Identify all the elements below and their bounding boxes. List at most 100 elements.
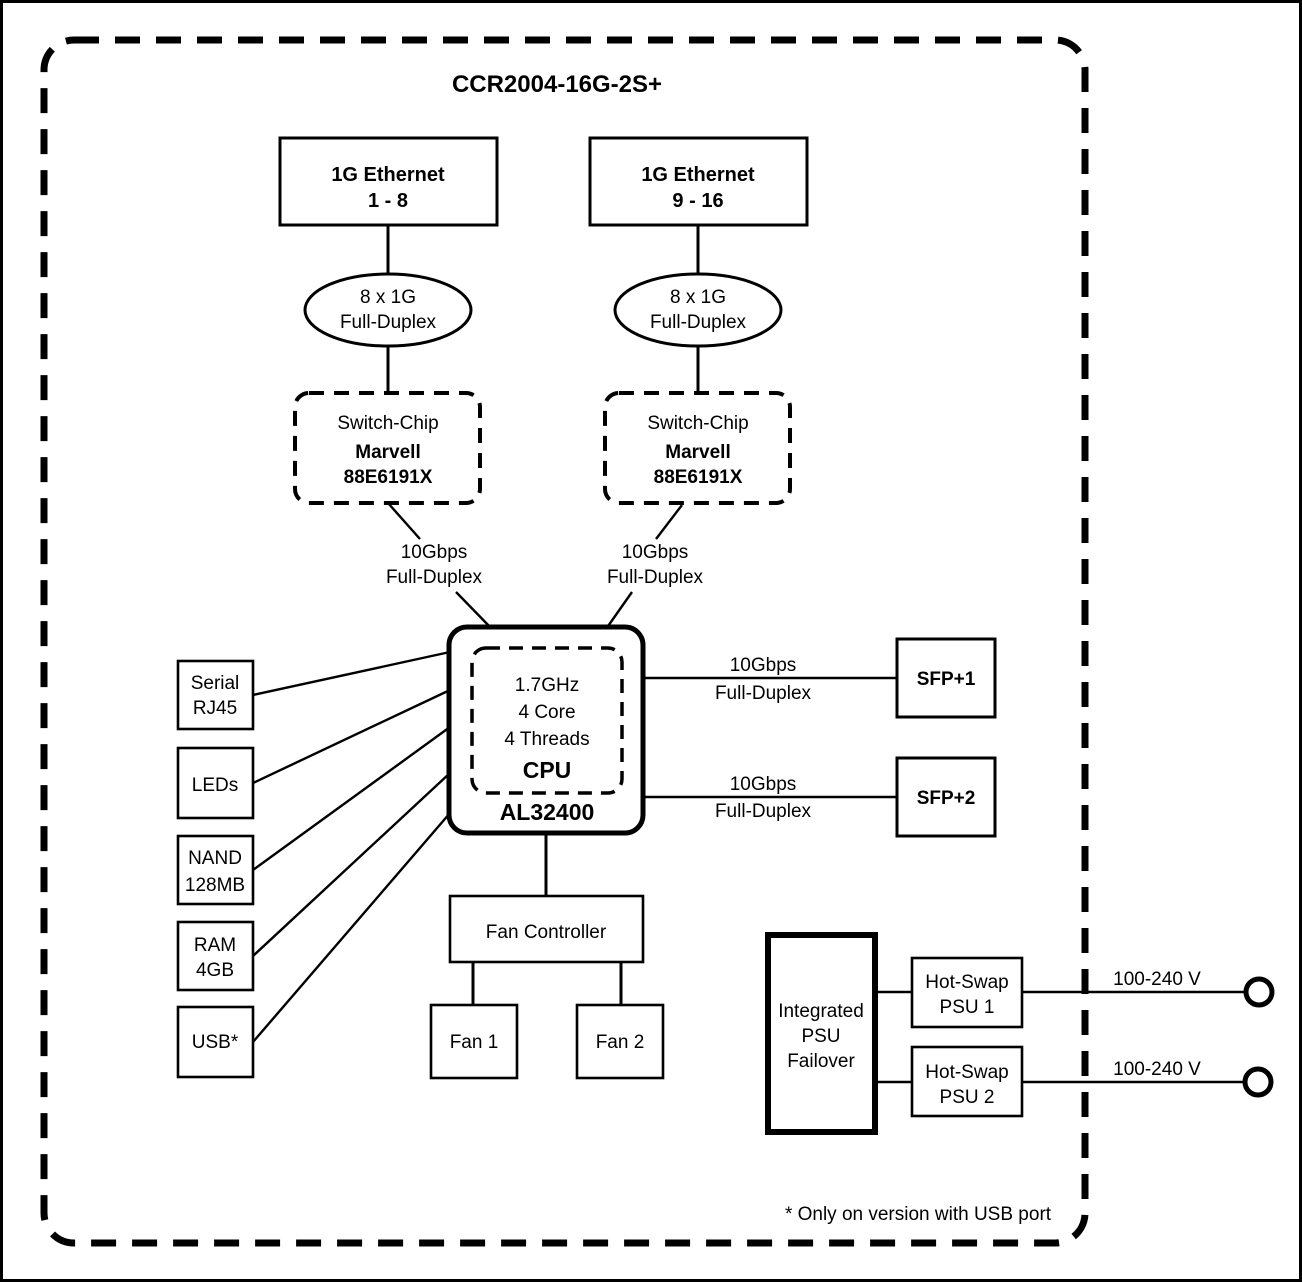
line-label-cpu-left	[455, 591, 493, 630]
leds-label: LEDs	[192, 775, 238, 796]
line-switch1-label	[387, 502, 421, 540]
node-eth1: 1G Ethernet 1 - 8	[278, 136, 499, 227]
eth2-label-line2: 9 - 16	[672, 190, 723, 212]
sfp1-link-line2: Full-Duplex	[715, 683, 812, 704]
sfp2-link-line1: 10Gbps	[730, 774, 797, 795]
psu-failover-line3: Failover	[787, 1051, 855, 1072]
fan2-box	[575, 1003, 665, 1080]
node-usb: USB*	[176, 1005, 255, 1079]
link2-label-line1: 10Gbps	[622, 542, 689, 563]
chassis-outline	[40, 36, 1089, 1247]
node-fan1: Fan 1	[429, 1003, 519, 1080]
ram-label-line1: RAM	[194, 935, 236, 956]
cpu-spec2: 4 Core	[518, 702, 575, 723]
link1-label-line2: Full-Duplex	[386, 567, 483, 588]
node-phy2: 8 x 1G Full-Duplex	[613, 272, 783, 348]
switch1-label-line1: Switch-Chip	[337, 413, 438, 434]
line-serial-cpu	[252, 650, 451, 697]
node-sfp2: SFP+2	[895, 756, 997, 838]
serial-box	[176, 659, 255, 731]
link-switch1-cpu-label: 10Gbps Full-Duplex	[386, 542, 483, 588]
serial-label-line1: Serial	[191, 673, 240, 694]
switch1-label-line3: 88E6191X	[344, 467, 433, 488]
phy1-label-line1: 8 x 1G	[360, 287, 416, 308]
switch2-label-line1: Switch-Chip	[647, 413, 748, 434]
sfp2-link-line2: Full-Duplex	[715, 801, 812, 822]
node-fan2: Fan 2	[575, 1003, 665, 1080]
link-cpu-sfp1-label: 10Gbps Full-Duplex	[715, 655, 812, 704]
nand-label-line1: NAND	[188, 848, 242, 869]
switch2-label-line2: Marvell	[665, 442, 730, 463]
switch1-box	[293, 391, 482, 505]
sfp1-box	[895, 637, 997, 719]
sfp2-label: SFP+2	[917, 788, 976, 809]
node-nand: NAND 128MB	[176, 834, 255, 906]
psu-failover-box	[765, 932, 878, 1135]
sfp1-label: SFP+1	[917, 669, 976, 690]
nand-label-line2: 128MB	[185, 875, 245, 896]
switch1-label-line2: Marvell	[355, 442, 420, 463]
ac-inlet2-icon	[1242, 1066, 1274, 1098]
psu-failover-line2: PSU	[801, 1026, 840, 1047]
ac2-label: 100-240 V	[1113, 1059, 1201, 1080]
switch2-box	[603, 391, 792, 505]
cpu-spec3: 4 Threads	[504, 729, 589, 750]
fan1-box	[429, 1003, 519, 1080]
cpu-model: AL32400	[500, 799, 595, 825]
eth1-box	[278, 136, 499, 227]
psu-failover-line1: Integrated	[778, 1001, 864, 1022]
node-cpu: 1.7GHz 4 Core 4 Threads CPU AL32400	[446, 624, 646, 836]
ac-inlet1-icon	[1243, 976, 1275, 1008]
ram-label-line2: 4GB	[196, 960, 234, 981]
psu2-box	[910, 1045, 1024, 1118]
node-phy1: 8 x 1G Full-Duplex	[303, 272, 473, 348]
eth2-box	[588, 136, 809, 227]
usb-box	[176, 1005, 255, 1079]
eth1-label-line1: 1G Ethernet	[331, 164, 445, 186]
node-psu-failover: Integrated PSU Failover	[765, 932, 878, 1135]
node-sfp1: SFP+1	[895, 637, 997, 719]
line-switch2-label	[655, 504, 683, 540]
serial-label-line2: RJ45	[193, 698, 237, 719]
eth1-label-line2: 1 - 8	[368, 190, 408, 212]
fan1-label: Fan 1	[450, 1032, 499, 1053]
node-leds: LEDs	[176, 746, 255, 820]
leds-box	[176, 746, 255, 820]
sfp2-box	[895, 756, 997, 838]
sfp1-link-line1: 10Gbps	[730, 655, 797, 676]
node-ram: RAM 4GB	[176, 920, 255, 992]
psu1-label-line1: Hot-Swap	[925, 972, 1008, 993]
node-fan-controller: Fan Controller	[448, 894, 645, 964]
cpu-spec1: 1.7GHz	[515, 675, 579, 696]
link-cpu-sfp2-label: 10Gbps Full-Duplex	[715, 774, 812, 822]
node-psu2: Hot-Swap PSU 2	[910, 1045, 1024, 1118]
line-nand-cpu	[252, 726, 451, 871]
node-switch2: Switch-Chip Marvell 88E6191X	[603, 391, 792, 505]
line-usb-cpu	[252, 812, 451, 1043]
node-eth2: 1G Ethernet 9 - 16	[588, 136, 809, 227]
eth2-label-line1: 1G Ethernet	[641, 164, 755, 186]
connection-lines	[252, 225, 1246, 1084]
cpu-box	[446, 624, 646, 836]
link2-label-line2: Full-Duplex	[607, 567, 704, 588]
usb-label: USB*	[192, 1032, 239, 1053]
phy2-ellipse	[613, 272, 783, 348]
link-switch2-cpu-label: 10Gbps Full-Duplex	[607, 542, 704, 588]
fan-controller-label: Fan Controller	[486, 922, 607, 943]
fan2-label: Fan 2	[596, 1032, 645, 1053]
psu1-label-line2: PSU 1	[940, 997, 995, 1018]
cpu-label: CPU	[523, 757, 572, 783]
node-switch1: Switch-Chip Marvell 88E6191X	[293, 391, 482, 505]
diagram-title: CCR2004-16G-2S+	[452, 71, 662, 98]
phy1-ellipse	[303, 272, 473, 348]
phy2-label-line2: Full-Duplex	[650, 312, 747, 333]
footnote: * Only on version with USB port	[785, 1204, 1052, 1225]
psu1-box	[910, 956, 1024, 1029]
link1-label-line1: 10Gbps	[401, 542, 468, 563]
phy2-label-line1: 8 x 1G	[670, 287, 726, 308]
psu2-label-line2: PSU 2	[940, 1087, 995, 1108]
phy1-label-line2: Full-Duplex	[340, 312, 437, 333]
